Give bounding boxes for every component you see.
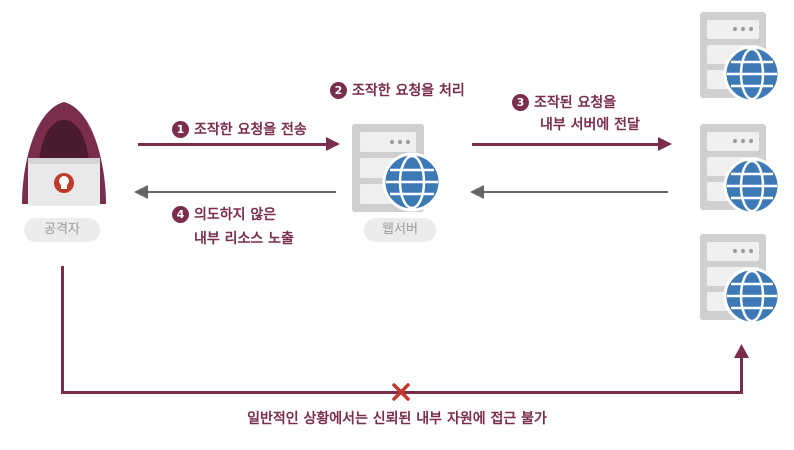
step4-number: 4 <box>172 206 189 223</box>
arrow-forward-line <box>472 143 660 146</box>
step3-label-line2: 내부 서버에 전달 <box>540 117 640 133</box>
blocked-path-vertical-right <box>740 356 743 394</box>
step1-number: 1 <box>172 121 189 138</box>
attacker-label: 공격자 <box>24 218 100 242</box>
arrow-left-icon <box>470 185 484 199</box>
blocked-x-icon <box>392 383 410 401</box>
blocked-path-vertical-left <box>61 266 64 394</box>
step4-label-line2: 내부 리소스 노출 <box>194 231 294 247</box>
webserver-label: 웹서버 <box>364 218 436 242</box>
step2-number: 2 <box>330 82 347 99</box>
internal-server-icon <box>700 124 781 215</box>
arrow-right-icon <box>326 137 340 151</box>
arrow-request-line <box>138 143 328 146</box>
step4-label: 4 의도하지 않은 <box>172 206 276 224</box>
step2-label: 2 조작한 요청을 처리 <box>330 82 465 100</box>
step3-number: 3 <box>512 94 529 111</box>
internal-server-icon <box>700 234 781 325</box>
internal-server-icon <box>700 12 781 103</box>
arrow-left-icon <box>134 185 148 199</box>
step4-text-line1: 의도하지 않은 <box>194 207 277 223</box>
step3-label: 3 조작된 요청을 <box>512 94 616 112</box>
step1-text: 조작한 요청을 전송 <box>194 122 307 138</box>
arrow-return-line <box>484 191 668 193</box>
step3-text-line1: 조작된 요청을 <box>534 95 617 111</box>
blocked-access-note: 일반적인 상황에서는 신뢰된 내부 자원에 접근 불가 <box>247 411 547 427</box>
arrow-response-line <box>148 191 336 193</box>
arrow-right-icon <box>658 137 672 151</box>
arrow-up-icon <box>734 344 749 358</box>
step2-text: 조작한 요청을 처리 <box>352 83 465 99</box>
webserver-icon <box>352 124 442 212</box>
hacker-icon <box>22 102 106 206</box>
step1-label: 1 조작한 요청을 전송 <box>172 121 307 139</box>
